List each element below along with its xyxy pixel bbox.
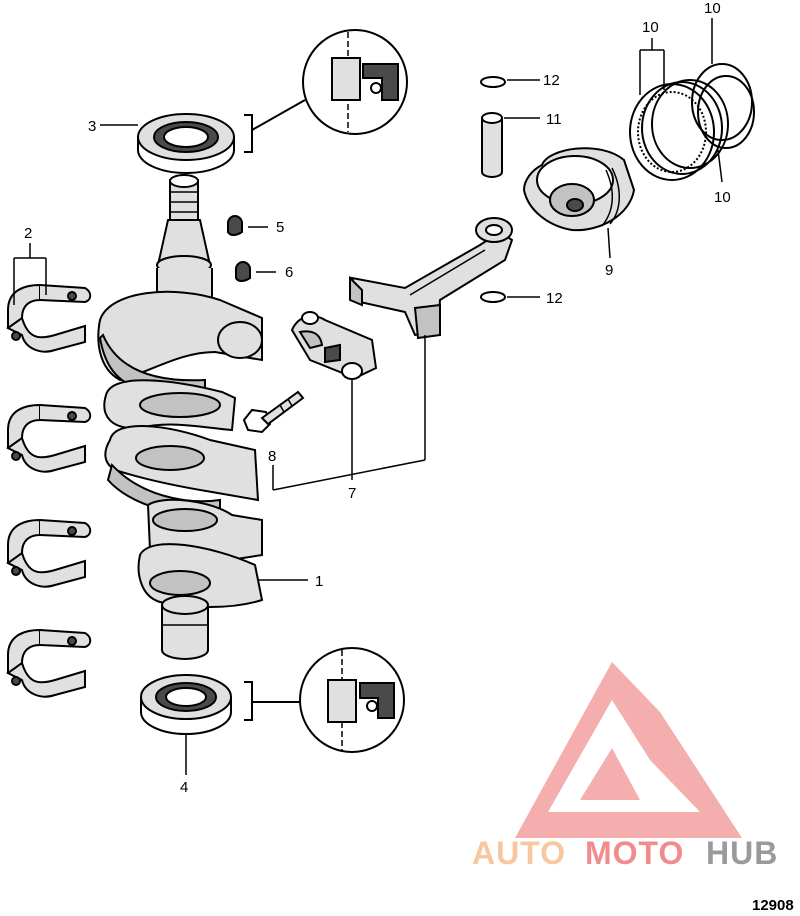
connecting-rod <box>349 217 514 340</box>
svg-text:MOTO: MOTO <box>585 835 684 871</box>
leader-9 <box>607 227 611 259</box>
svg-text:HUB: HUB <box>706 835 778 871</box>
leader-2 <box>13 243 47 305</box>
main-bearing-1 <box>6 283 92 353</box>
figure-number: 12908 <box>752 897 794 914</box>
callout-9: 9 <box>605 262 613 279</box>
callout-8: 8 <box>268 448 276 465</box>
crankshaft <box>97 174 264 660</box>
top-oil-seal <box>137 113 235 174</box>
top-seal-detail <box>302 29 408 135</box>
svg-text:AUTO: AUTO <box>472 835 566 871</box>
pin-clip-bottom <box>480 291 506 303</box>
top-seal-bracket <box>244 114 253 153</box>
top-detail-leader <box>251 99 306 131</box>
callout-12-bottom: 12 <box>546 290 563 307</box>
callout-10-a: 10 <box>642 19 659 36</box>
callout-1: 1 <box>315 573 323 590</box>
callout-10-c: 10 <box>714 189 731 206</box>
bottom-seal-detail <box>299 647 405 753</box>
callout-10-b: 10 <box>704 0 721 17</box>
leader-10 <box>639 18 723 183</box>
bottom-oil-seal <box>140 674 232 735</box>
callout-4: 4 <box>180 779 188 796</box>
pin-clip-top <box>480 76 506 88</box>
woodruff-key-6 <box>235 261 251 282</box>
bottom-seal-bracket <box>244 681 253 721</box>
piston <box>522 147 636 232</box>
callout-12-top: 12 <box>543 72 560 89</box>
callout-11: 11 <box>546 111 562 128</box>
main-bearing-2 <box>6 403 92 473</box>
woodruff-key-5 <box>227 215 243 236</box>
callout-6: 6 <box>285 264 293 281</box>
main-bearing-3 <box>6 518 92 588</box>
piston-rings-set <box>629 79 729 181</box>
callout-3: 3 <box>88 118 96 135</box>
piston-ring-single <box>691 63 755 149</box>
rod-cap <box>290 311 378 380</box>
callout-5: 5 <box>276 219 284 236</box>
rod-bolt <box>242 390 305 434</box>
watermark-logo <box>515 662 742 838</box>
watermark-text: AUTO MOTO HUB <box>472 835 778 871</box>
callout-7: 7 <box>348 485 356 502</box>
main-bearing-4 <box>6 628 92 698</box>
leader-7-8 <box>272 335 426 491</box>
piston-pin <box>481 112 503 178</box>
callout-2: 2 <box>24 225 32 242</box>
